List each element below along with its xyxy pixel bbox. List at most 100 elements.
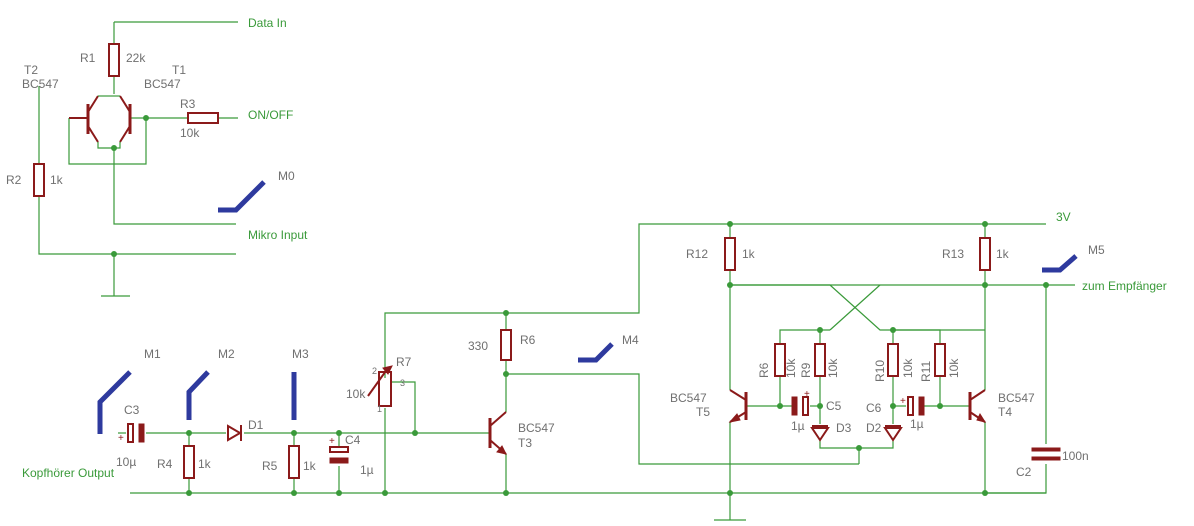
resistor-r1 [108, 43, 120, 77]
resistor-r6b [774, 343, 786, 377]
svg-text:+: + [118, 433, 124, 444]
r5-name: R5 [262, 459, 278, 473]
resistor-r10 [887, 343, 899, 377]
r7-pin1: 1 [377, 404, 382, 414]
t1-type: BC547 [144, 77, 181, 91]
marker-m1-line [97, 370, 132, 434]
r10-name: R10 [873, 360, 887, 382]
c3-value: 10µ [116, 455, 136, 469]
marker-m1-label: M1 [144, 347, 161, 361]
diode-d2 [883, 425, 903, 442]
r7-value: 10k [346, 387, 366, 401]
c2-value: 100n [1062, 449, 1089, 463]
marker-m2-line [186, 370, 210, 420]
r9-value: 10k [826, 358, 840, 378]
c6-name: C6 [866, 401, 882, 415]
resistor-r4 [183, 445, 195, 479]
t5-name: T5 [696, 405, 710, 419]
t4-type: BC547 [998, 391, 1035, 405]
diode-d1 [227, 424, 242, 442]
r4-name: R4 [157, 457, 173, 471]
t4-name: T4 [998, 405, 1012, 419]
resistor-r5 [288, 445, 300, 479]
r4-value: 1k [198, 457, 212, 471]
r6b-name: R6 [757, 362, 771, 378]
c4-value: 1µ [360, 463, 374, 477]
net-data-in: Data In [248, 16, 287, 30]
r2-name: R2 [6, 173, 22, 187]
net-mikro-input: Mikro Input [248, 228, 308, 242]
junctions-top [111, 115, 149, 257]
d2-name: D2 [866, 421, 882, 435]
wires-top-section [38, 21, 238, 297]
capacitor-c2 [1031, 447, 1061, 461]
r3-name: R3 [180, 97, 196, 111]
resistor-r2 [33, 163, 45, 197]
potentiometer-r7 [367, 365, 393, 407]
t2-type: BC547 [22, 77, 59, 91]
d3-name: D3 [836, 421, 852, 435]
capacitor-c6: + [900, 396, 925, 416]
t1-name: T1 [172, 63, 186, 77]
svg-text:+: + [329, 436, 335, 447]
marker-m0-line [218, 180, 266, 213]
r6-name: R6 [520, 333, 536, 347]
transistor-t4 [968, 389, 987, 423]
r12-value: 1k [742, 247, 756, 261]
r10-value: 10k [901, 358, 915, 378]
marker-m4-line [578, 342, 614, 363]
marker-m4-label: M4 [622, 333, 639, 347]
marker-m5-line [1042, 254, 1078, 273]
svg-text:+: + [804, 389, 810, 400]
wires-audio-section [118, 223, 1046, 494]
d1-name: D1 [248, 418, 264, 432]
c6-value: 1µ [910, 417, 924, 431]
junctions-audio [186, 310, 509, 496]
t2-name: T2 [24, 63, 38, 77]
net-3v: 3V [1056, 210, 1071, 224]
net-on-off: ON/OFF [248, 108, 293, 122]
r9-name: R9 [799, 362, 813, 378]
marker-m2-label: M2 [218, 347, 235, 361]
t5-type: BC547 [670, 391, 707, 405]
r11-name: R11 [919, 361, 933, 382]
resistor-r12 [724, 237, 736, 271]
capacitor-c4: + [329, 436, 349, 464]
marker-m3-label: M3 [292, 347, 309, 361]
t3-name: T3 [518, 436, 532, 450]
r13-name: R13 [942, 247, 964, 261]
t3-type: BC547 [518, 421, 555, 435]
r5-value: 1k [303, 459, 317, 473]
net-zum-empfaenger: zum Empfänger [1082, 279, 1167, 293]
c5-name: C5 [826, 399, 842, 413]
marker-m0-label: M0 [278, 169, 295, 183]
r12-name: R12 [686, 247, 708, 261]
diode-d3 [810, 425, 830, 442]
r1-value: 22k [126, 51, 146, 65]
r2-value: 1k [50, 173, 64, 187]
transistor-t5 [728, 389, 748, 423]
svg-text:+: + [900, 396, 906, 407]
r13-value: 1k [996, 247, 1010, 261]
net-kopfhoerer-output: Kopfhörer Output [22, 466, 115, 480]
r3-value: 10k [180, 126, 200, 140]
transistor-t3 [488, 411, 507, 455]
transistor-t1 [114, 95, 132, 149]
c4-name: C4 [345, 433, 361, 447]
transistor-t2 [69, 95, 114, 149]
capacitor-c5: + [791, 389, 810, 416]
capacitor-c3: + [118, 423, 145, 444]
r7-pin3: 3 [400, 378, 405, 388]
c5-value: 1µ [791, 419, 805, 433]
wires-multivibrator [714, 224, 1075, 521]
r1-name: R1 [80, 51, 96, 65]
marker-m5-label: M5 [1088, 243, 1105, 257]
resistor-r11 [934, 343, 946, 377]
resistor-r9 [814, 343, 826, 377]
c2-name: C2 [1016, 465, 1032, 479]
r7-name: R7 [396, 355, 412, 369]
resistor-r13 [979, 237, 991, 271]
c3-name: C3 [124, 403, 140, 417]
r6-value: 330 [468, 339, 488, 353]
